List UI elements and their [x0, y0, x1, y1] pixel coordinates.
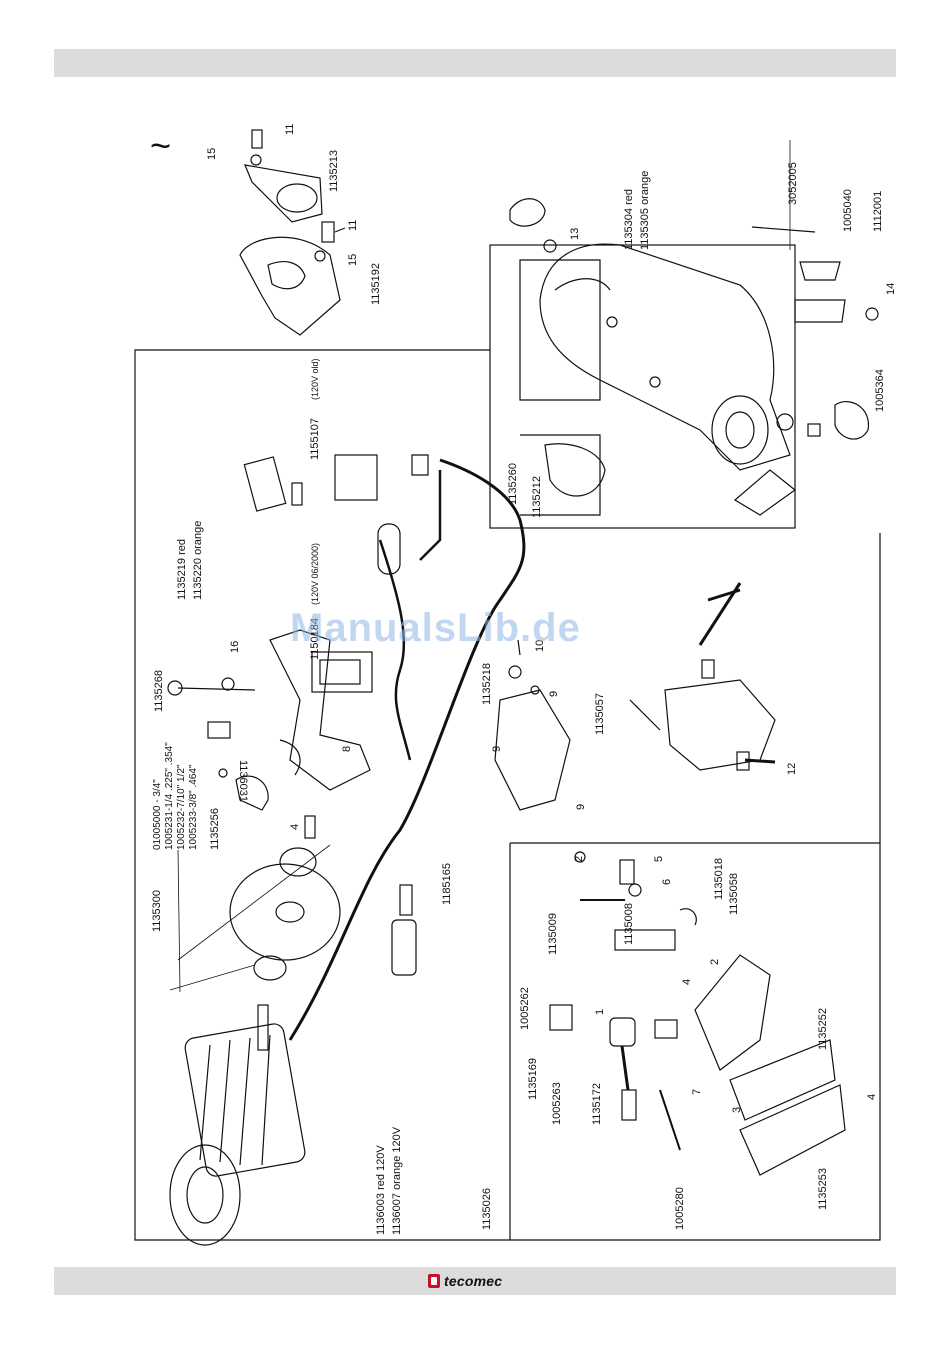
label-1005233: 1005233-3/8" .464" — [188, 764, 199, 850]
vise-assembly-drawing — [549, 851, 846, 1176]
label-1005263: 1005263 — [551, 1082, 563, 1125]
label-6: 6 — [661, 879, 673, 885]
label-1135192: 1135192 — [370, 263, 382, 305]
label-1135057: 1135057 — [594, 693, 606, 735]
cutting-wheel-drawing — [229, 815, 341, 981]
label-1155107-note: (120V old) — [310, 358, 320, 400]
label-1135026: 1135026 — [481, 1188, 493, 1230]
frame-guard — [489, 244, 796, 529]
label-1135008: 1135008 — [623, 903, 635, 945]
header-bar — [54, 49, 896, 77]
label-1136031: 1136031 — [237, 760, 249, 802]
label-1135260: 1135260 — [507, 463, 519, 505]
label-1135169: 1135169 — [527, 1058, 539, 1100]
label-9-b: 9 — [491, 746, 503, 752]
label-3052005: 3052005 — [787, 162, 799, 205]
label-1: 1 — [594, 1009, 606, 1015]
label-15-b: 15 — [347, 254, 359, 266]
label-2-b: 2 — [709, 959, 721, 965]
label-12: 12 — [786, 763, 798, 775]
label-1135305: 1135305 orange — [639, 171, 651, 250]
tecomec-logo-icon — [428, 1274, 440, 1288]
tilde-symbol: ~ — [150, 125, 172, 166]
label-5: 5 — [653, 856, 665, 862]
label-7: 7 — [691, 1089, 703, 1095]
label-1136007: 1136007 orange 120V — [391, 1126, 403, 1235]
brand-name: tecomec — [444, 1273, 503, 1289]
label-1005231: 1005231-1/4 .225" .354" — [164, 742, 175, 850]
label-1185165: 1185165 — [441, 863, 453, 905]
label-01005000: 01005000 - 3/4" — [152, 779, 163, 850]
cutter-head-drawing — [167, 454, 378, 811]
label-1135304: 1135304 red — [623, 189, 635, 250]
watermark: ManualsLib.de — [290, 606, 581, 650]
label-1135268: 1135268 — [153, 670, 165, 712]
label-1005040: 1005040 — [842, 189, 854, 232]
label-1005232: 1005232-7/10" 1/2" — [176, 764, 187, 850]
label-1135172: 1135172 — [591, 1083, 603, 1125]
label-4-b: 4 — [681, 979, 693, 985]
power-cable-drawing — [288, 454, 526, 1041]
label-9-a: 9 — [548, 691, 560, 697]
label-1112001: 1112001 — [872, 191, 884, 232]
label-1135253: 1135253 — [817, 1168, 829, 1210]
footer-bar — [54, 1267, 896, 1295]
label-3: 3 — [731, 1107, 743, 1113]
label-1135218: 1135218 — [481, 663, 493, 705]
label-1135300: 1135300 — [151, 890, 163, 932]
switch-assembly-drawing — [494, 639, 571, 811]
label-1005364: 1005364 — [874, 369, 886, 412]
label-4-c: 4 — [866, 1094, 878, 1100]
label-11-a: 11 — [284, 124, 296, 135]
label-1155107: 1155107 — [309, 418, 321, 460]
label-1005280: 1005280 — [674, 1187, 686, 1230]
label-1135213: 1135213 — [328, 150, 340, 192]
label-10: 10 — [534, 640, 546, 652]
part-labels: 1135213 1135192 11 11 15 15 1135304 red … — [151, 124, 897, 1235]
label-1135058: 1135058 — [728, 873, 740, 915]
label-1005262: 1005262 — [519, 987, 531, 1030]
label-11-b: 11 — [347, 220, 359, 231]
label-1150184: 1150184 — [309, 618, 321, 660]
label-1135212: 1135212 — [531, 476, 543, 518]
label-1135220: 1135220 orange — [192, 521, 204, 600]
blade-guard-drawing — [239, 129, 346, 336]
label-1136003: 1136003 red 120V — [375, 1145, 387, 1235]
label-8: 8 — [341, 746, 353, 752]
motor-drawing — [169, 1004, 306, 1246]
frame-main — [134, 349, 881, 1241]
label-14: 14 — [885, 283, 897, 295]
label-1135252: 1135252 — [817, 1008, 829, 1050]
label-1135009: 1135009 — [547, 913, 559, 955]
footer-brand: tecomec — [428, 1272, 502, 1290]
label-13: 13 — [569, 228, 581, 240]
label-15-a: 15 — [206, 148, 218, 160]
label-1135256: 1135256 — [209, 808, 221, 850]
label-1135018: 1135018 — [713, 858, 725, 900]
pivot-bracket-drawing — [629, 582, 776, 771]
nozzle-drawing — [391, 884, 417, 976]
label-1150184-note: (120V 06/2000) — [310, 543, 320, 605]
label-2-a: 2 — [573, 856, 585, 862]
label-16: 16 — [229, 641, 241, 653]
label-4-a: 4 — [289, 824, 301, 830]
swing-arm-drawing — [509, 198, 879, 516]
label-1135219: 1135219 red — [176, 539, 188, 600]
label-9-c: 9 — [575, 804, 587, 810]
